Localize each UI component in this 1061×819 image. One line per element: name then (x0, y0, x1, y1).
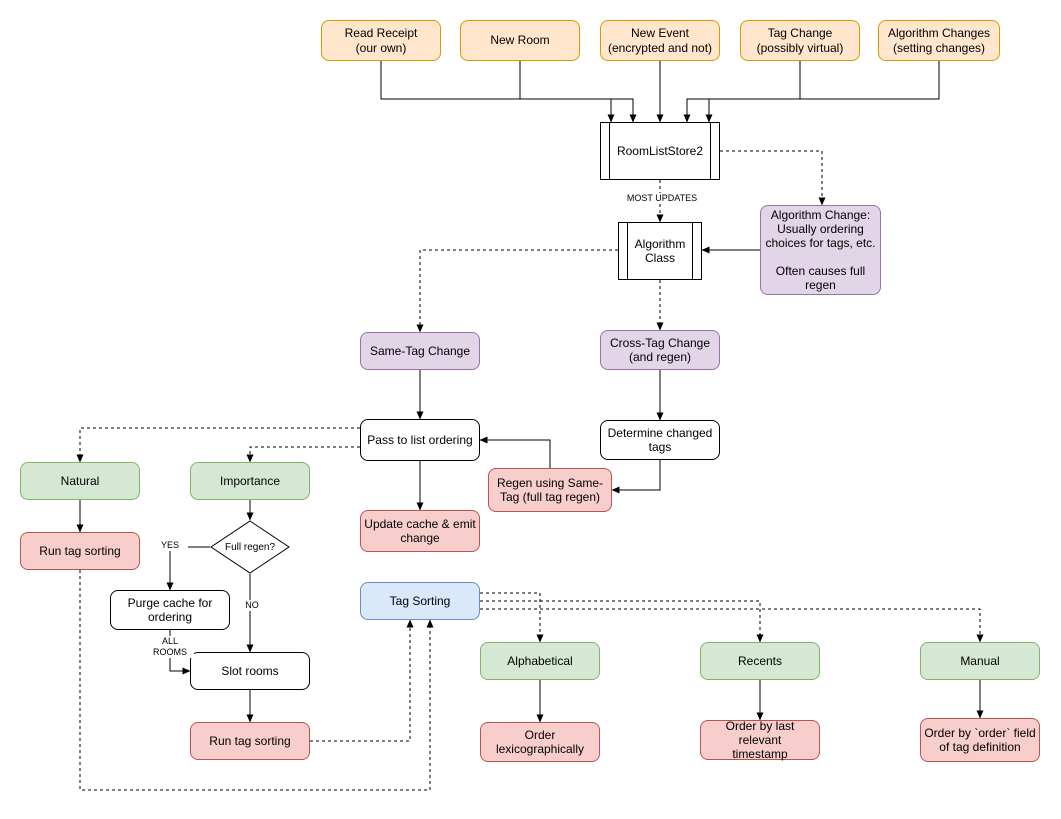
node-label: Tag Sorting (389, 593, 451, 608)
node-pass-to-list-ordering: Pass to list ordering (360, 419, 480, 461)
node-label: Slot rooms (221, 663, 279, 678)
node-tag-change: Tag Change (possibly virtual) (740, 20, 860, 61)
edge-label-yes: YES (152, 540, 188, 551)
node-label: Determine changed tags (607, 425, 713, 454)
node-tag-sorting: Tag Sorting (360, 582, 480, 620)
node-order-by-field: Order by `order` field of tag definition (920, 718, 1040, 762)
edge-algorithm-changes-to-roomliststore (705, 61, 940, 123)
node-run-tag-sorting-left: Run tag sorting (20, 532, 140, 570)
node-label: Pass to list ordering (367, 432, 473, 447)
node-label: Importance (219, 473, 281, 488)
node-order-lexicographically: Order lexicographically (480, 722, 600, 762)
node-algorithm-change-note: Algorithm Change: Usually ordering choic… (760, 205, 881, 295)
node-read-receipt: Read Receipt (our own) (321, 20, 441, 61)
node-order-by-timestamp: Order by last relevant timestamp (700, 718, 820, 762)
subroutine-bar (710, 123, 711, 179)
node-alphabetical: Alphabetical (480, 642, 600, 680)
edge-run-tag-sorting-bottom-to-tag-sorting (310, 619, 414, 742)
subroutine-bar (692, 223, 693, 279)
subroutine-bar (627, 223, 628, 279)
edge-tag-sorting-to-manual (480, 608, 984, 643)
node-natural: Natural (20, 462, 140, 500)
node-label: Order lexicographically (495, 727, 585, 756)
node-slot-rooms: Slot rooms (190, 652, 310, 690)
node-label: Order by `order` field of tag definition (924, 725, 1036, 754)
edge-pass-to-natural (76, 427, 360, 463)
node-label: Update cache & emit change (364, 516, 476, 545)
edge-full-regen-yes-to-purge (166, 546, 210, 591)
node-regen-same-tag: Regen using Same- Tag (full tag regen) (488, 468, 612, 512)
node-update-cache: Update cache & emit change (360, 510, 480, 552)
node-new-event: New Event (encrypted and not) (600, 20, 720, 61)
node-label: Manual (960, 653, 1000, 668)
node-label: Algorithm Changes (setting changes) (887, 26, 991, 55)
node-algorithm-class: Algorithm Class (618, 222, 702, 280)
node-manual: Manual (920, 642, 1040, 680)
edge-label-most-updates: MOST UPDATES (616, 193, 708, 204)
edge-new-room-to-roomliststore (519, 61, 637, 123)
node-label: Same-Tag Change (369, 343, 471, 358)
edge-regen-to-pass (479, 436, 551, 468)
node-same-tag-change: Same-Tag Change (360, 332, 480, 370)
node-recents: Recents (700, 642, 820, 680)
node-room-list-store2: RoomListStore2 (600, 122, 720, 180)
edge-tag-sorting-to-recents (480, 600, 764, 643)
edge-determine-to-regen (611, 460, 661, 494)
node-label: Run tag sorting (209, 733, 291, 748)
node-label: Regen using Same- Tag (full tag regen) (496, 475, 604, 504)
node-run-tag-sorting-bottom: Run tag sorting (190, 722, 310, 760)
node-label: Order by last relevant timestamp (725, 718, 795, 762)
node-label: Cross-Tag Change (and regen) (609, 335, 711, 364)
node-cross-tag-change: Cross-Tag Change (and regen) (600, 330, 720, 370)
node-full-regen-decision: Full regen? (210, 520, 290, 574)
node-label: New Event (encrypted and not) (607, 26, 713, 55)
node-purge-cache: Purge cache for ordering (110, 590, 230, 630)
edge-algorithm-class-to-same-tag (416, 249, 618, 333)
node-label: Read Receipt (our own) (344, 26, 418, 55)
edge-label-all-rooms: ALL ROOMS (146, 636, 194, 658)
diamond-shape-icon (210, 520, 290, 574)
subroutine-bar (609, 123, 610, 179)
edge-tag-change-to-roomliststore (683, 61, 801, 123)
node-label: Natural (60, 473, 100, 488)
node-label: Tag Change (possibly virtual) (756, 26, 844, 55)
node-importance: Importance (190, 462, 310, 500)
edge-pass-to-importance (246, 446, 360, 463)
node-label: Alphabetical (507, 653, 573, 668)
node-label: Purge cache for ordering (127, 595, 213, 624)
node-label: Recents (737, 653, 783, 668)
node-determine-changed-tags: Determine changed tags (600, 420, 720, 460)
node-label: RoomListStore2 (616, 143, 704, 158)
edge-run-tag-sorting-left-to-tag-sorting (79, 570, 434, 791)
node-algorithm-changes: Algorithm Changes (setting changes) (878, 20, 1000, 61)
edge-read-receipt-to-roomliststore (380, 61, 615, 123)
node-label: Full regen? (224, 541, 276, 553)
node-label: New Room (490, 33, 550, 48)
edge-tag-sorting-to-alphabetical (480, 592, 544, 643)
edge-roomliststore-to-note (720, 150, 826, 206)
node-new-room: New Room (460, 20, 580, 61)
node-label: Algorithm Class (634, 236, 686, 265)
node-label: Run tag sorting (39, 543, 121, 558)
edge-label-no: NO (236, 600, 268, 611)
node-label: Algorithm Change: Usually ordering choic… (765, 207, 876, 293)
